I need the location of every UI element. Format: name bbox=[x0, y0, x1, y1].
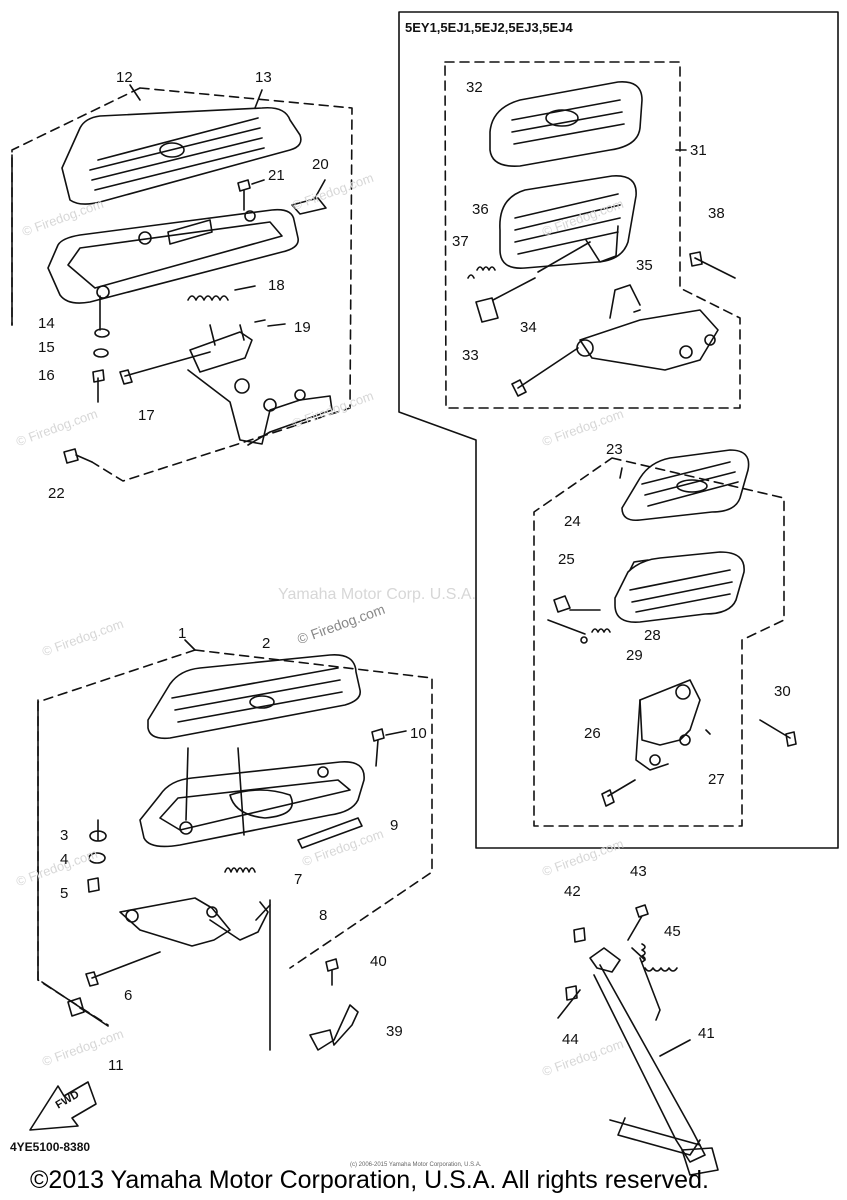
callout-33: 33 bbox=[462, 347, 479, 364]
callout-35: 35 bbox=[636, 257, 653, 274]
footboard-frame-12 bbox=[47, 208, 299, 304]
callout-25: 25 bbox=[558, 551, 575, 568]
callout-15: 15 bbox=[38, 339, 55, 356]
bolt-43 bbox=[627, 904, 649, 941]
callout-2: 2 bbox=[262, 635, 271, 652]
bolt-34 bbox=[511, 347, 579, 397]
screw-10 bbox=[371, 728, 385, 767]
washer-15 bbox=[93, 348, 109, 358]
callout-13: 13 bbox=[255, 69, 272, 86]
callout-42: 42 bbox=[564, 883, 581, 900]
callout-8: 8 bbox=[319, 907, 328, 924]
callout-27: 27 bbox=[708, 771, 725, 788]
washer-29 bbox=[580, 636, 588, 644]
callout-30: 30 bbox=[774, 683, 791, 700]
callout-19: 19 bbox=[294, 319, 311, 336]
callout-12: 12 bbox=[116, 69, 133, 86]
callout-5: 5 bbox=[60, 885, 69, 902]
callout-39: 39 bbox=[386, 1023, 403, 1040]
callout-24: 24 bbox=[564, 513, 581, 530]
bolt-22 bbox=[63, 448, 93, 464]
nut-35 bbox=[633, 309, 641, 313]
callout-1: 1 bbox=[178, 625, 187, 642]
nut-16 bbox=[92, 369, 105, 383]
nut-5 bbox=[87, 877, 100, 893]
nut-42 bbox=[573, 927, 586, 943]
variant-models-header: 5EY1,5EJ1,5EJ2,5EJ3,5EJ4 bbox=[405, 20, 573, 35]
assembly-23-boundary bbox=[533, 457, 785, 827]
diagram-code: 4YE5100-8380 bbox=[10, 1140, 91, 1154]
clip-39 bbox=[309, 1004, 359, 1051]
callout-40: 40 bbox=[370, 953, 387, 970]
callout-28: 28 bbox=[644, 627, 661, 644]
small-print: (c) 2006-2015 Yamaha Motor Corporation, … bbox=[350, 1162, 482, 1168]
bracket-20 bbox=[291, 179, 327, 215]
bolt-38 bbox=[689, 251, 736, 279]
callout-37: 37 bbox=[452, 233, 469, 250]
bolt-26 bbox=[601, 779, 636, 807]
footboard-frame-1 bbox=[139, 747, 365, 848]
callout-41: 41 bbox=[698, 1025, 715, 1042]
footboard-frame-23 bbox=[614, 551, 745, 623]
plate-9 bbox=[297, 817, 363, 849]
footboard-frame-31 bbox=[499, 175, 637, 269]
footboard-bracket-31 bbox=[576, 284, 719, 371]
callout-20: 20 bbox=[312, 156, 329, 173]
callout-43: 43 bbox=[630, 863, 647, 880]
assembly-31-boundary bbox=[444, 61, 741, 409]
footboard-bracket-1 bbox=[119, 897, 269, 947]
callout-22: 22 bbox=[48, 485, 65, 502]
copyright-notice: ©2013 Yamaha Motor Corporation, U.S.A. A… bbox=[30, 1166, 709, 1194]
callout-31: 31 bbox=[690, 142, 707, 159]
callout-18: 18 bbox=[268, 277, 285, 294]
callout-3: 3 bbox=[60, 827, 69, 844]
callout-7: 7 bbox=[294, 871, 303, 888]
side-stand-41 bbox=[589, 947, 719, 1176]
washer-14 bbox=[94, 328, 110, 338]
callout-21: 21 bbox=[268, 167, 285, 184]
nut-44 bbox=[565, 985, 578, 1001]
callout-44: 44 bbox=[562, 1031, 579, 1048]
screw-21 bbox=[237, 179, 251, 211]
footboard-pad-13 bbox=[61, 106, 302, 205]
bolt-30 bbox=[759, 719, 797, 747]
screw-40 bbox=[325, 958, 339, 986]
callout-23: 23 bbox=[606, 441, 623, 458]
footboard-pad-2 bbox=[147, 654, 362, 740]
callout-29: 29 bbox=[626, 647, 643, 664]
footboard-pad-32 bbox=[489, 81, 643, 167]
callout-38: 38 bbox=[708, 205, 725, 222]
bolt-17 bbox=[119, 351, 211, 385]
callout-34: 34 bbox=[520, 319, 537, 336]
pad-25 bbox=[553, 595, 571, 613]
spring-7 bbox=[224, 867, 256, 873]
callout-9: 9 bbox=[390, 817, 399, 834]
footboard-pad-24 bbox=[621, 449, 750, 522]
callout-6: 6 bbox=[124, 987, 133, 1004]
callout-17: 17 bbox=[138, 407, 155, 424]
spring-36 bbox=[476, 266, 496, 271]
callout-36: 36 bbox=[472, 201, 489, 218]
footboard-bracket bbox=[187, 324, 333, 446]
callout-16: 16 bbox=[38, 367, 55, 384]
variant-box-boundary bbox=[398, 11, 839, 849]
spring-28 bbox=[591, 628, 611, 633]
callout-11: 11 bbox=[108, 1057, 124, 1074]
callout-45: 45 bbox=[664, 923, 681, 940]
watermark-owner: Yamaha Motor Corp. U.S.A. bbox=[278, 586, 476, 603]
spring-18 bbox=[187, 295, 229, 301]
fwd-arrow bbox=[29, 1081, 97, 1131]
link-33 bbox=[475, 297, 499, 323]
callout-32: 32 bbox=[466, 79, 483, 96]
washer-4 bbox=[88, 852, 106, 864]
cotter-19 bbox=[254, 319, 266, 323]
callout-10: 10 bbox=[410, 725, 427, 742]
callout-14: 14 bbox=[38, 315, 55, 332]
callout-26: 26 bbox=[584, 725, 601, 742]
footboard-bracket-23 bbox=[635, 679, 701, 771]
callout-4: 4 bbox=[60, 851, 69, 868]
bolt-6 bbox=[85, 951, 161, 987]
